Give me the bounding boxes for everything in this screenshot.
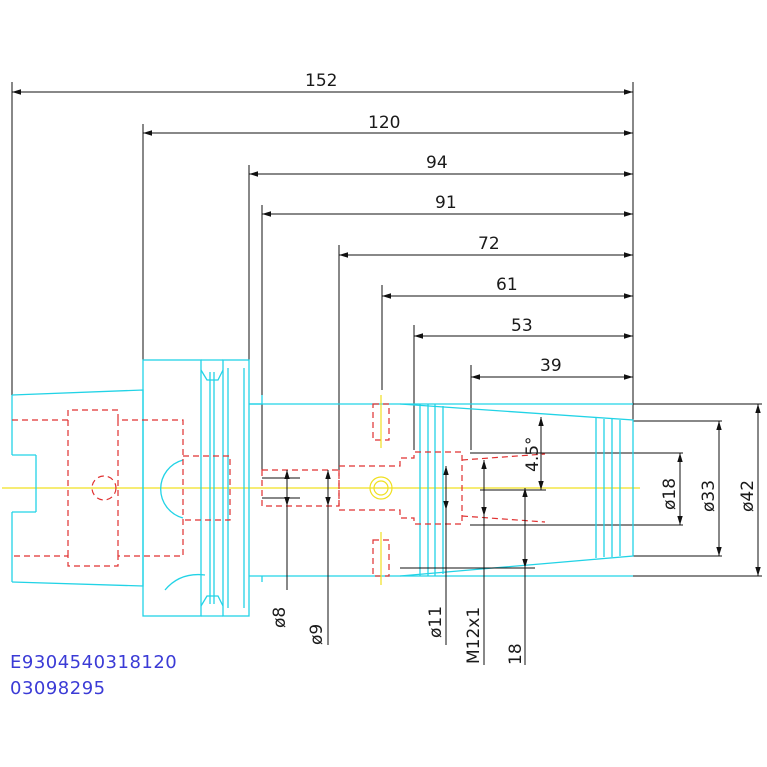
outer-diameter-dimensions: ø18 ø33 ø42 — [660, 404, 761, 576]
center-marks — [369, 395, 393, 585]
part-code-line2: 03098295 — [10, 678, 106, 699]
dim-text-91: 91 — [435, 193, 457, 213]
dim-text-120: 120 — [368, 113, 400, 133]
hidden-lines — [12, 403, 546, 577]
dim-text-dia9: ø9 — [307, 624, 327, 645]
part-code-line1: E9304540318120 — [10, 652, 178, 673]
dim-text-dia42: ø42 — [738, 480, 758, 512]
dim-text-39: 39 — [540, 356, 562, 376]
dim-text-dia33: ø33 — [699, 480, 719, 512]
dim-text-18: 18 — [506, 643, 526, 665]
dim-text-72: 72 — [478, 234, 500, 254]
dim-text-152: 152 — [305, 71, 337, 91]
dim-text-53: 53 — [511, 316, 533, 336]
dim-text-dia8: ø8 — [270, 607, 290, 628]
extension-lines — [11, 82, 762, 577]
dim-text-m12: M12x1 — [464, 607, 484, 664]
dim-text-94: 94 — [426, 153, 448, 173]
bore-dimensions: ø8 ø9 ø11 M12x1 18 4.5° — [262, 417, 546, 665]
dim-text-dia11: ø11 — [426, 606, 446, 638]
length-dimensions: 152 120 94 91 72 61 53 39 — [12, 71, 633, 380]
part-outline — [11, 359, 634, 617]
dim-text-angle: 4.5° — [523, 436, 543, 472]
dim-text-dia18: ø18 — [660, 478, 680, 510]
dim-text-61: 61 — [496, 275, 518, 295]
